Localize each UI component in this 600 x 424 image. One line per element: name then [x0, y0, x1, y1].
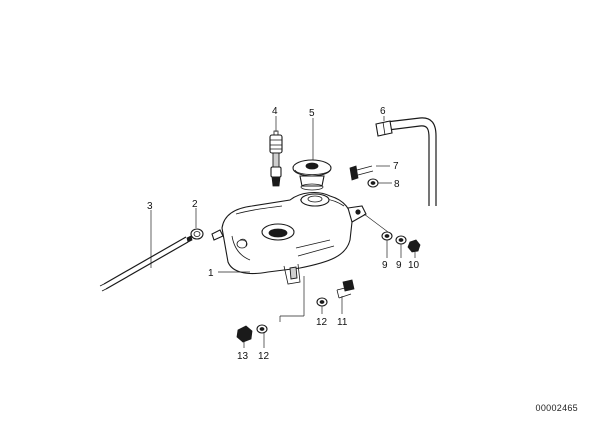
callout-12a: 12 [316, 317, 328, 328]
overflow-hose-icon [99, 236, 189, 292]
callout-9a: 9 [382, 260, 388, 271]
callout-12b: 12 [258, 351, 270, 362]
nut-icon [236, 325, 253, 343]
callout-5: 5 [309, 108, 315, 119]
washer-icon [395, 235, 407, 245]
callout-labels: 1 2 3 4 5 6 7 8 9 9 10 11 12 12 13 [147, 106, 420, 362]
nut-icon [407, 239, 421, 253]
level-sensor-icon [269, 130, 283, 187]
callout-1: 1 [208, 268, 214, 279]
callout-11: 11 [337, 317, 348, 328]
callout-2: 2 [192, 199, 198, 210]
expansion-tank-icon [211, 191, 367, 285]
bolt-icon [336, 279, 355, 299]
leader-lines [150, 116, 416, 348]
callout-8: 8 [394, 179, 400, 190]
callout-9b: 9 [396, 260, 402, 271]
washer-icon [316, 297, 328, 307]
callout-6: 6 [380, 106, 386, 117]
callout-4: 4 [272, 106, 278, 117]
bent-hose-icon [375, 117, 437, 206]
washer-icon [381, 231, 393, 241]
radiator-cap-icon [292, 159, 332, 191]
washer-icon [367, 178, 379, 188]
washer-icon [256, 324, 268, 334]
callout-10: 10 [408, 260, 420, 271]
callout-3: 3 [147, 201, 153, 212]
hose-clamp-icon [186, 228, 204, 243]
callout-13: 13 [237, 351, 249, 362]
bolt-icon [349, 165, 374, 181]
document-number: 00002465 [535, 403, 578, 413]
callout-7: 7 [393, 161, 399, 172]
